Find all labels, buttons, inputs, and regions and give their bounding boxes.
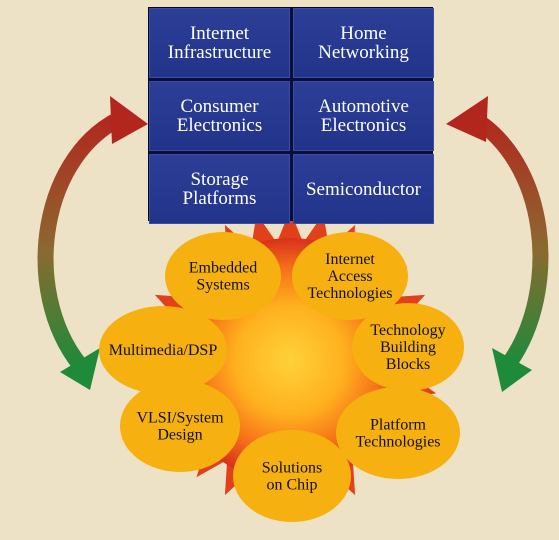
petal-shape [292, 232, 408, 320]
market-cell-automotive-electronics: Automotive Electronics [293, 81, 434, 151]
petal-shape [120, 380, 240, 472]
market-cell-semiconductor: Semiconductor [293, 154, 434, 224]
petal-multimedia-dsp: Multimedia/DSP [99, 306, 227, 394]
petal-label: Solutions [262, 460, 322, 477]
technology-petals: EmbeddedSystemsInternetAccessTechnologie… [99, 232, 464, 522]
petal-label: Internet [325, 251, 375, 268]
petal-label: Design [157, 427, 202, 444]
market-cell-storage-platforms: Storage Platforms [149, 154, 290, 224]
petal-shape [352, 303, 464, 391]
market-cell-home-networking: Home Networking [293, 8, 434, 78]
left-cycle-arrow [37, 96, 148, 390]
petal-label: Blocks [386, 356, 430, 373]
petal-label: Access [327, 268, 372, 285]
petal-shape [99, 306, 227, 394]
petal-shape [233, 430, 351, 522]
petal-label: Multimedia/DSP [109, 342, 218, 359]
petal-label: Technologies [355, 434, 440, 451]
petal-label: Technology [370, 322, 445, 339]
market-grid: Internet Infrastructure Home Networking … [148, 7, 434, 224]
petal-label: Building [380, 339, 436, 356]
petal-shape [336, 387, 460, 479]
petal-label: Systems [196, 277, 249, 294]
petal-label: Platform [370, 417, 427, 434]
market-cell-internet-infrastructure: Internet Infrastructure [149, 8, 290, 78]
petal-label: on Chip [266, 477, 317, 494]
right-cycle-arrow [446, 96, 549, 392]
market-cell-consumer-electronics: Consumer Electronics [149, 81, 290, 151]
petal-shape [165, 232, 281, 320]
petal-label: Embedded [189, 260, 257, 277]
petal-label: VLSI/System [136, 410, 224, 427]
petal-label: Technologies [307, 285, 392, 302]
